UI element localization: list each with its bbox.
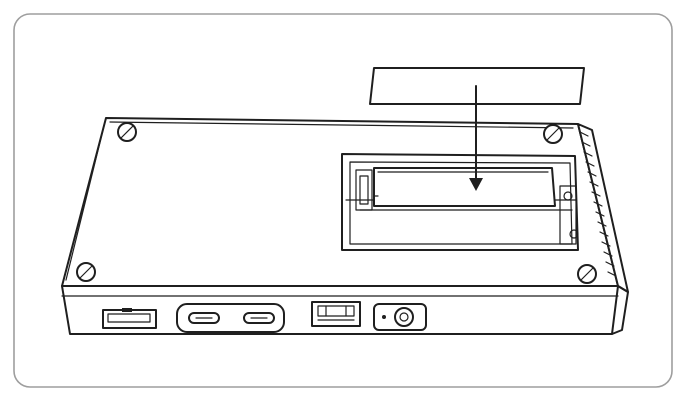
usb-a-port-icon xyxy=(102,308,157,329)
screw-icon xyxy=(577,264,597,284)
screw-icon xyxy=(117,122,137,142)
dc-power-port-icon xyxy=(373,303,427,331)
usb-a-port-icon xyxy=(311,301,361,327)
m2-ssd-icon xyxy=(373,167,556,207)
usb-c-port-icon xyxy=(188,312,220,324)
screw-icon xyxy=(543,124,563,144)
usb-c-port-icon xyxy=(243,312,275,324)
usb-c-port-group xyxy=(176,303,285,333)
down-arrow-icon xyxy=(469,85,483,191)
heatsink-fins xyxy=(579,131,617,277)
screw-icon xyxy=(76,262,96,282)
